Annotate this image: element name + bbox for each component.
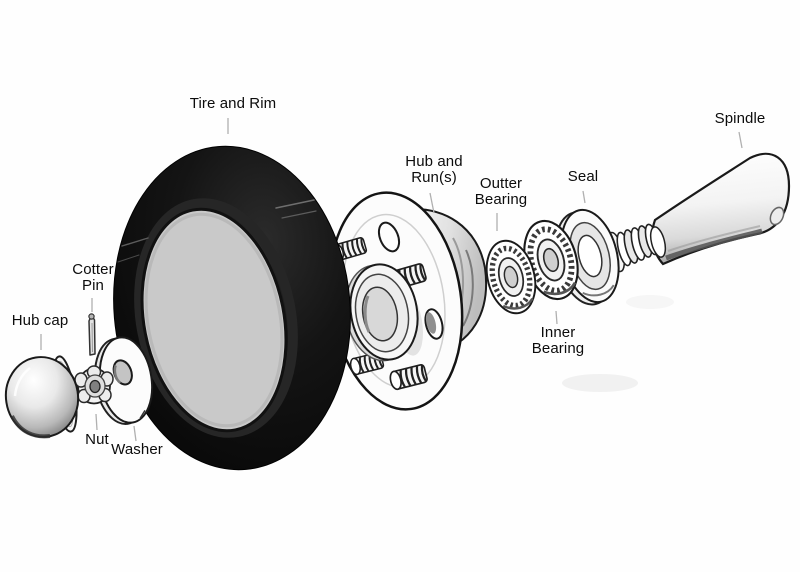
nut-part [74,365,114,405]
washer-part [94,336,154,425]
rim-opening [140,207,288,433]
tire-scratches [117,199,317,263]
leader-seal [582,190,586,204]
hub-cap-part [4,355,80,439]
cotter-pin-part [88,313,96,356]
label-hub-and-runs: Hub and Run(s) [405,153,463,186]
leader-spindle [738,131,743,149]
spindle-part [606,152,791,273]
label-hub-cap: Hub cap [11,312,69,329]
label-seal: Seal [567,168,599,185]
label-cotter-pin: Cotter Pin [72,261,114,294]
lug-hole [377,221,401,253]
tire-part [113,145,351,471]
hub-part [328,191,487,411]
spindle-body [651,152,791,266]
leader-lines [40,118,743,442]
spindle-threads [606,223,660,273]
background-smudges [562,295,674,392]
label-inner-bearing: Inner Bearing [531,324,585,357]
label-tire-and-rim: Tire and Rim [189,95,277,112]
hub-bore-collar [344,263,419,362]
label-washer: Washer [111,441,163,458]
label-nut: Nut [85,431,109,448]
leader-inner-bearing [555,310,558,325]
leader-hub-runs [429,192,435,214]
leader-nut [95,413,98,431]
label-outer-bearing: Outter Bearing [474,175,528,208]
leader-washer [133,425,137,442]
label-spindle: Spindle [714,110,766,127]
